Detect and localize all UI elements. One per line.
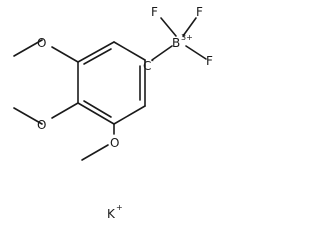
trifluoroborate-group bbox=[151, 17, 207, 61]
b-f-bond bbox=[185, 45, 207, 60]
potassium-charge: + bbox=[116, 203, 123, 212]
ring-bond bbox=[77, 102, 115, 125]
boron-label: B bbox=[172, 36, 180, 50]
ring-o-bond bbox=[51, 46, 79, 63]
o-methyl-bond bbox=[13, 39, 43, 57]
methoxy-groups bbox=[13, 39, 115, 161]
potassium-label: K bbox=[107, 207, 116, 221]
ring-bond bbox=[77, 41, 115, 63]
carbanion-label: C bbox=[143, 59, 151, 73]
b-f-bond bbox=[182, 17, 197, 37]
double-bond-inner bbox=[83, 48, 112, 65]
oxygen-label: O bbox=[37, 36, 46, 50]
ring-bond bbox=[113, 41, 146, 61]
ring-o-bond bbox=[51, 102, 79, 119]
o-methyl-bond bbox=[13, 107, 43, 125]
o-methyl-bond bbox=[81, 144, 109, 161]
c-b-bond bbox=[151, 45, 173, 61]
carbanion-charge: - bbox=[151, 56, 154, 65]
benzene-ring bbox=[77, 41, 146, 125]
fluorine-label: F bbox=[206, 54, 213, 68]
fluorine-label: F bbox=[151, 5, 158, 19]
molecule-structure: F F F B 3+ C - O O O K + bbox=[13, 5, 213, 221]
oxygen-label: O bbox=[110, 136, 119, 150]
boron-charge: 3+ bbox=[181, 33, 193, 42]
ring-bond bbox=[113, 105, 146, 125]
fluorine-label: F bbox=[196, 5, 203, 19]
oxygen-label: O bbox=[37, 118, 46, 132]
b-f-bond bbox=[160, 17, 177, 37]
double-bond-inner bbox=[83, 100, 112, 118]
